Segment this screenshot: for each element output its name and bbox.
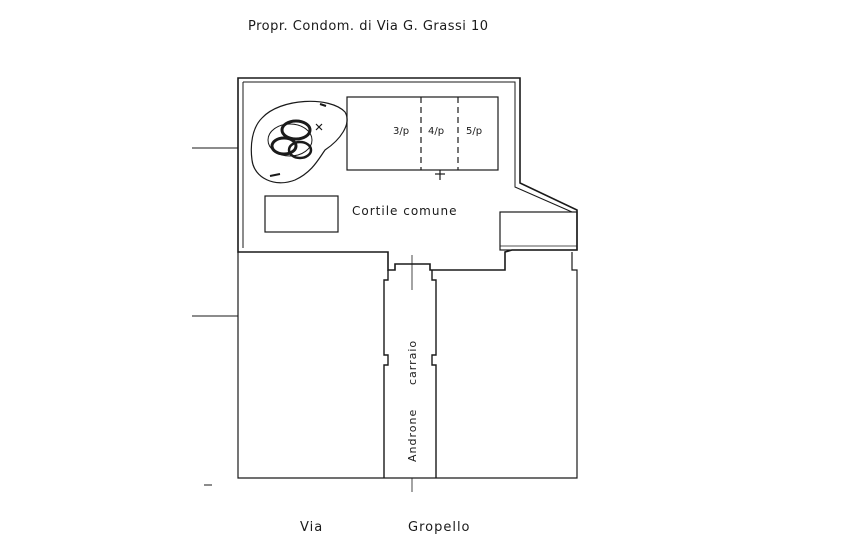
- courtyard-label: Cortile comune: [352, 204, 457, 218]
- carriage-passage: [383, 270, 437, 478]
- courtyard-box: [264, 195, 339, 233]
- annex-block: [499, 211, 578, 251]
- stall-label-5p: 5/p: [466, 126, 482, 137]
- building-outline: [237, 252, 578, 479]
- street-label-via: Via: [300, 520, 323, 535]
- passage-label-carraio: carraio: [406, 340, 419, 385]
- passage-label-androne: Androne: [406, 409, 419, 462]
- plan-title: Propr. Condom. di Via G. Grassi 10: [248, 19, 489, 34]
- parking-stalls-block: [346, 96, 499, 171]
- stall-label-3p: 3/p: [393, 126, 409, 137]
- courtyard-inner-wall: [242, 81, 573, 248]
- street-label-gropello: Gropello: [408, 520, 471, 535]
- courtyard-outer-wall: [237, 77, 578, 271]
- stall-label-4p: 4/p: [428, 126, 444, 137]
- garden-bed: [250, 100, 348, 184]
